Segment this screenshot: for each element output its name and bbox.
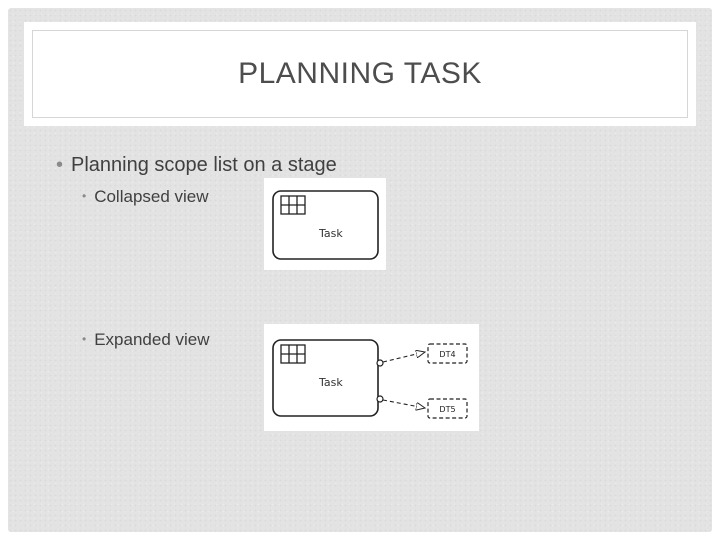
bullet-expanded-view: • Expanded view	[82, 330, 210, 350]
data-node-label: DT4	[439, 350, 455, 359]
data-node-dt5	[427, 398, 468, 419]
title-band: PLANNING TASK	[24, 22, 696, 126]
table-icon	[280, 195, 306, 215]
bullet-dot-icon: •	[82, 332, 87, 346]
bullet-text: Collapsed view	[94, 187, 209, 206]
bullet-planning-scope: • Planning scope list on a stage	[56, 154, 337, 177]
task-box	[272, 190, 379, 260]
slide-title: PLANNING TASK	[238, 57, 482, 90]
expanded-diagram-svg: Task DT4 DT5	[272, 339, 468, 419]
connector-line-dt5	[382, 399, 425, 408]
table-icon	[280, 344, 306, 364]
slide: PLANNING TASK • Planning scope list on a …	[8, 8, 712, 532]
task-label: Task	[318, 227, 343, 240]
bullet-dot-icon: •	[82, 189, 87, 203]
connector-port	[376, 359, 384, 367]
bullet-text: Planning scope list on a stage	[71, 154, 337, 176]
data-node-dt4	[427, 343, 468, 364]
task-label: Task	[318, 376, 343, 389]
collapsed-view-diagram: Task	[264, 178, 386, 270]
connector-port	[376, 395, 384, 403]
bullet-text: Expanded view	[94, 330, 210, 349]
bullet-dot-icon: •	[56, 154, 64, 176]
bullet-collapsed-view: • Collapsed view	[82, 187, 209, 207]
data-node-label: DT5	[439, 405, 455, 414]
collapsed-diagram-svg: Task	[272, 190, 379, 260]
task-box	[272, 339, 379, 417]
title-frame: PLANNING TASK	[32, 30, 688, 118]
expanded-view-diagram: Task DT4 DT5	[264, 324, 479, 431]
connector-line-dt4	[382, 352, 425, 363]
